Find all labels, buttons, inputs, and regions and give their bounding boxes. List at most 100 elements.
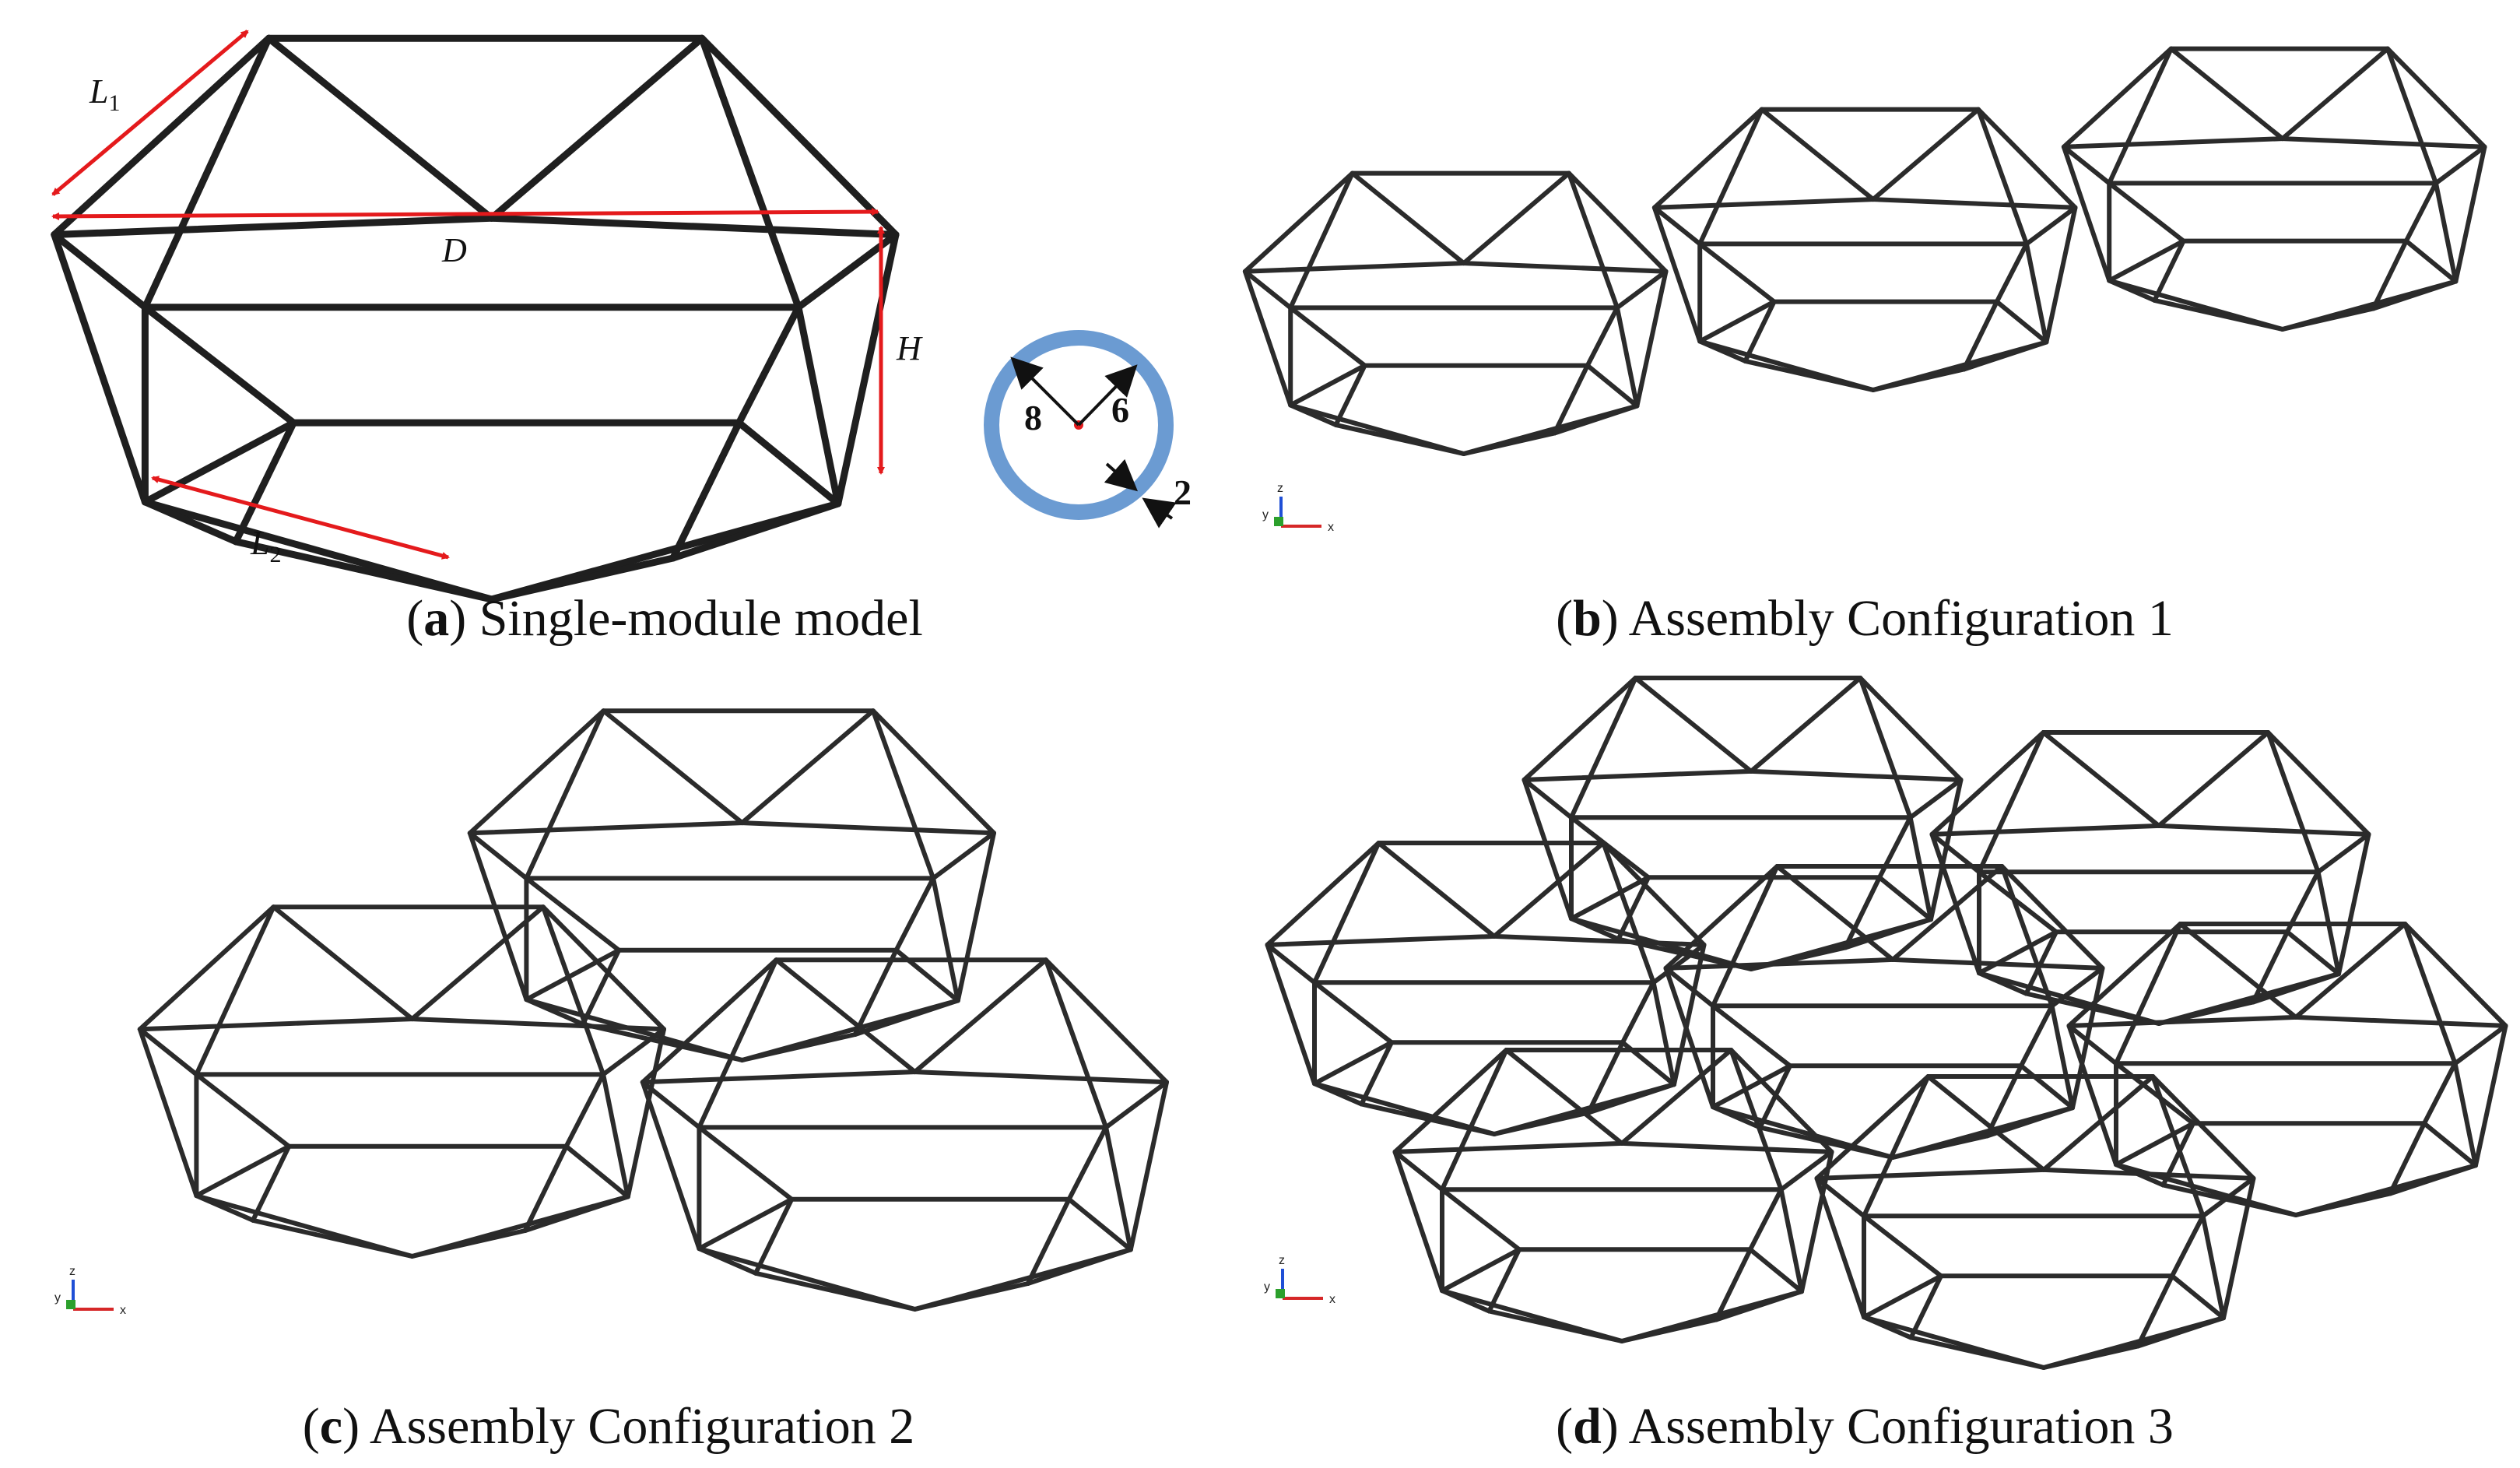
panel-d-strut: [1392, 1048, 1509, 1154]
panel-d-module-3: [1265, 841, 1707, 1136]
panel-d-strut: [1392, 1140, 1624, 1154]
panel-b-strut: [1870, 367, 1967, 392]
panel-d-strut: [1620, 1317, 1718, 1343]
panel-a-strut: [51, 34, 272, 238]
panel-b-strut: [2061, 136, 2285, 149]
panel-b-strut: [1651, 107, 1764, 210]
panel-b-assembly: [1242, 46, 2487, 456]
panel-d-strut: [1862, 1273, 1943, 1320]
panel-d-strut: [2388, 1121, 2427, 1196]
panel-d-strut: [1663, 957, 1895, 971]
panel-d-strut: [2315, 831, 2371, 875]
panel-b-strut: [2371, 238, 2409, 311]
panel-d-strut: [1814, 1167, 2046, 1181]
panel-d-strut: [1711, 1063, 1792, 1110]
x-axis-label: x: [1328, 521, 1334, 534]
panel-b-strut: [1349, 170, 1466, 266]
panel-d-strut: [1569, 875, 1651, 922]
panel-b-strut: [1461, 170, 1571, 266]
panel-d-module-6: [1392, 1048, 1834, 1343]
panel-d-strut: [2041, 1343, 2140, 1370]
panel-b-strut: [1461, 261, 1669, 274]
panel-c-strut: [137, 1027, 199, 1077]
panel-d-strut: [1908, 1335, 2046, 1370]
panel-b-strut: [1614, 269, 1669, 311]
panel-a-strut: [141, 304, 297, 427]
panel-d-strut: [1616, 875, 1651, 942]
panel-d-strut: [1929, 730, 2046, 837]
panel-d-strut: [1977, 730, 2046, 875]
panel-d-strut: [1492, 841, 1606, 939]
panel-d-strut: [1843, 917, 1933, 950]
panel-a-strut: [698, 34, 802, 311]
panel-c-strut: [640, 1080, 702, 1130]
panel-b-strut: [2403, 238, 2459, 284]
panel-b-strut: [1552, 403, 1640, 436]
panel-a-strut: [51, 214, 496, 238]
panel-b-strut: [1614, 305, 1640, 409]
panel-d-strut: [1714, 1247, 1753, 1322]
panel-b-strut: [1975, 107, 2078, 210]
axis-triad-d: xzy: [1264, 1254, 1335, 1306]
panel-d-strut: [1929, 823, 2161, 837]
panel-c-strut: [601, 1027, 666, 1077]
panel-c-strut: [524, 708, 606, 881]
panel-d-strut: [1729, 1048, 1834, 1154]
z-axis-label: z: [1279, 1254, 1285, 1267]
panel-c-strut: [1043, 957, 1169, 1085]
panel-b-strut: [1994, 241, 2029, 304]
panel-d-strut: [1858, 676, 1964, 782]
panel-c-strut: [467, 831, 529, 1003]
thickness-arrow-in: [1104, 458, 1138, 492]
panel-c-strut: [739, 1032, 858, 1062]
panel-b-strut: [1288, 305, 1367, 368]
panel-c-strut: [1128, 1080, 1169, 1252]
panel-a-strut: [834, 230, 900, 507]
inner-radius-label: 6: [1111, 390, 1129, 430]
panel-d-strut: [2049, 965, 2105, 1009]
panel-c-strut: [1025, 1247, 1133, 1286]
panel-d-strut: [1778, 1149, 1834, 1192]
panel-b-strut: [2152, 297, 2285, 332]
panel-d-module-7: [1814, 1074, 2256, 1370]
panel-d-strut: [1929, 777, 1964, 922]
panel-a-strut: [51, 230, 149, 311]
panel-d-strut: [2023, 929, 2058, 996]
panel-d-strut: [1392, 1149, 1444, 1294]
panel-c-strut: [601, 708, 745, 826]
tube-ring: [984, 330, 1174, 520]
dimension-d: D: [51, 208, 879, 269]
panel-b-strut: [1585, 363, 1640, 409]
panel-d-strut: [2221, 1175, 2256, 1321]
panel-d-strut: [1925, 1074, 2046, 1172]
panel-b-strut: [1585, 305, 1620, 368]
panel-b-strut: [1242, 269, 1293, 311]
thickness-label: 2: [1174, 472, 1192, 512]
panel-c-strut: [852, 998, 960, 1037]
panel-d-strut: [1663, 864, 1780, 971]
panel-a-strut: [669, 419, 743, 562]
panel-d-strut: [2150, 1074, 2256, 1181]
panel-b-strut: [1651, 205, 1703, 247]
outer-radius-arrow: [1010, 356, 1080, 427]
thickness-arrow-out: [1142, 497, 1177, 529]
panel-d-strut: [1908, 777, 1964, 820]
panel-c-strut: [955, 831, 996, 1003]
panel-d-strut: [1265, 942, 1317, 1087]
panel-c-strut: [409, 904, 546, 1022]
panel-d-strut: [2402, 922, 2458, 1066]
panel-c-strut: [601, 1072, 630, 1199]
panel-b-strut: [2061, 144, 2112, 283]
panel-c-module-1: [467, 708, 996, 1062]
panel-d-strut: [1620, 1140, 1834, 1154]
panel-c-strut: [137, 1027, 199, 1199]
panel-c-strut: [1066, 1196, 1133, 1252]
panel-d-strut: [1778, 1187, 1804, 1294]
panel-b-strut: [2433, 144, 2487, 186]
panel-d-strut: [1714, 1289, 1804, 1322]
panel-b-strut: [1961, 339, 2049, 372]
x-axis-label: x: [1329, 1293, 1335, 1306]
panel-b-strut: [1697, 339, 1748, 363]
panel-c-strut: [893, 876, 936, 953]
panel-d-strut: [1774, 864, 1895, 962]
